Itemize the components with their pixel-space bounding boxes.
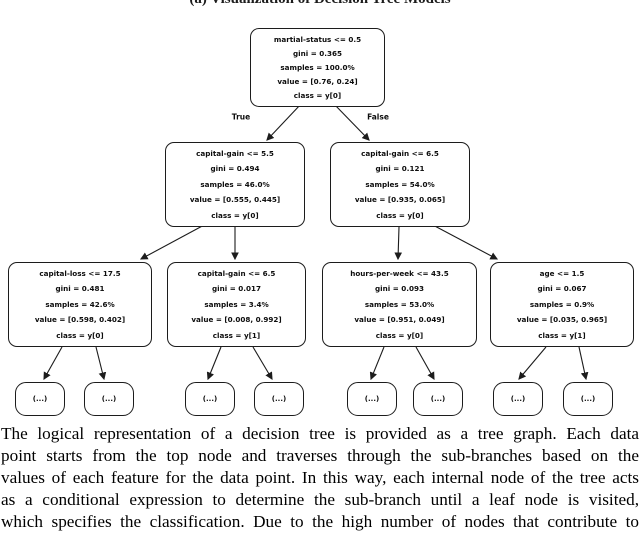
tree-leaf-node: (...) [347, 382, 397, 416]
node-samples-text: samples = 53.0% [364, 299, 435, 309]
tree-node-l2-right: capital-gain <= 6.5 gini = 0.121 samples =… [330, 142, 470, 227]
tree-node-l3-b: capital-gain <= 6.5 gini = 0.017 samples =… [167, 262, 306, 347]
node-class-text: class = y[0] [293, 90, 342, 100]
body-text-line: values of each feature for the data poin… [1, 468, 639, 487]
tree-leaf-node: (...) [84, 382, 134, 416]
tree-edge [43, 346, 63, 381]
node-class-text: class = y[0] [56, 330, 104, 340]
tree-node-l3-c: hours-per-week <= 43.5 gini = 0.093 sample… [322, 262, 477, 347]
tree-edge-layer [43, 103, 589, 381]
node-value-text: value = [0.935, 0.065] [354, 195, 446, 205]
node-value-text: value = [0.008, 0.992] [191, 315, 282, 325]
node-gini-text: gini = 0.365 [293, 48, 342, 58]
node-class-text: class = y[1] [538, 330, 586, 340]
node-condition-text: capital-gain <= 6.5 [361, 149, 439, 158]
node-condition-text: capital-gain <= 5.5 [196, 149, 274, 158]
tree-edge [430, 223, 499, 260]
tree-edge [252, 346, 273, 380]
node-gini-text: gini = 0.121 [375, 164, 425, 174]
node-class-text: class = y[0] [211, 210, 259, 220]
tree-edge [139, 223, 207, 260]
tree-edge [415, 346, 435, 381]
tree-leaf-node: (...) [254, 382, 304, 416]
node-class-text: class = y[0] [375, 330, 424, 340]
tree-node-l3-a: capital-loss <= 17.5 gini = 0.481 samples … [8, 262, 152, 347]
edge-label-true: True [231, 112, 251, 122]
body-text-line: as a conditional expression to determine… [1, 490, 639, 509]
node-value-text: value = [0.035, 0.965] [516, 315, 608, 325]
body-text-line: point starts from the top node and trave… [1, 446, 639, 465]
body-text-line: The logical representation of a decision… [1, 424, 639, 443]
tree-leaf-node: (...) [413, 382, 463, 416]
node-samples-text: samples = 0.9% [529, 299, 595, 309]
node-condition-text: martial-status <= 0.5 [273, 35, 362, 44]
node-condition-text: capital-gain <= 6.5 [197, 269, 276, 278]
node-value-text: value = [0.555, 0.445] [189, 195, 281, 205]
node-value-text: value = [0.598, 0.402] [34, 315, 126, 325]
node-value-text: value = [0.951, 0.049] [354, 315, 445, 325]
body-text: The logical representation of a decision… [1, 423, 639, 533]
tree-edge [266, 103, 302, 141]
tree-edge [333, 103, 370, 141]
node-class-text: class = y[0] [376, 210, 424, 220]
body-text-line: which specifies the classification. Due … [1, 512, 639, 531]
node-gini-text: gini = 0.093 [375, 284, 424, 294]
node-samples-text: samples = 100.0% [280, 62, 355, 72]
node-value-text: value = [0.76, 0.24] [277, 76, 358, 86]
tree-leaf-node: (...) [15, 382, 65, 416]
figure-caption: (a) Visualization of Decision Tree Model… [0, 0, 640, 9]
node-gini-text: gini = 0.067 [537, 284, 587, 294]
node-condition-text: age <= 1.5 [539, 269, 585, 278]
node-samples-text: samples = 46.0% [200, 179, 270, 189]
tree-node-root: martial-status <= 0.5 gini = 0.365 samples… [250, 28, 385, 107]
figure-caption-text: (a) Visualization of Decision Tree Model… [0, 0, 640, 8]
decision-tree-diagram: martial-status <= 0.5 gini = 0.365 samples… [8, 28, 634, 416]
tree-edge [394, 226, 403, 261]
node-gini-text: gini = 0.494 [210, 164, 260, 174]
node-condition-text: hours-per-week <= 43.5 [350, 269, 449, 278]
tree-edge [95, 346, 107, 381]
node-condition-text: capital-loss <= 17.5 [39, 269, 121, 278]
node-class-text: class = y[1] [212, 330, 261, 340]
node-samples-text: samples = 42.6% [45, 299, 115, 309]
node-samples-text: samples = 3.4% [204, 299, 269, 309]
tree-node-l2-left: capital-gain <= 5.5 gini = 0.494 samples =… [165, 142, 305, 227]
tree-node-l3-d: age <= 1.5 gini = 0.067 samples = 0.9% valu… [490, 262, 634, 347]
tree-leaf-node: (...) [563, 382, 613, 416]
node-gini-text: gini = 0.481 [55, 284, 105, 294]
tree-edge [369, 346, 385, 381]
tree-edge [578, 346, 589, 381]
tree-edge [206, 346, 222, 381]
tree-leaf-node: (...) [493, 382, 543, 416]
tree-leaf-node: (...) [185, 382, 235, 416]
edge-label-false: False [367, 112, 389, 122]
tree-edge [518, 346, 547, 380]
node-gini-text: gini = 0.017 [212, 284, 261, 294]
node-samples-text: samples = 54.0% [365, 179, 435, 189]
